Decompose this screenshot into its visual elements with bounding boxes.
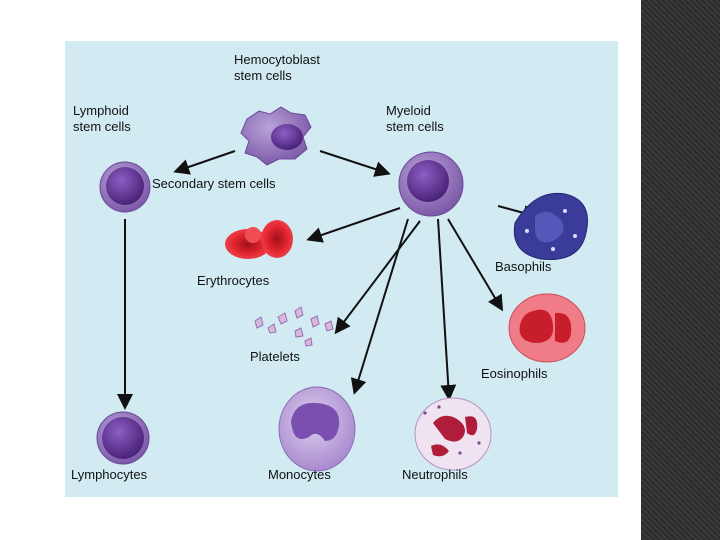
myeloid-label-line-1: Myeloid [386, 103, 431, 118]
arrow-to-lymphoid [173, 150, 236, 175]
neutrophils-label: Neutrophils [402, 467, 468, 482]
lymphoid-stem-cell [99, 161, 151, 213]
hemocytoblast-label-line-1: Hemocytoblast [234, 52, 320, 67]
hemocytoblast-label-line-2: stem cells [234, 68, 292, 83]
arrow-to-erythrocytes [306, 207, 401, 243]
diagram-artwork [96, 106, 588, 472]
slide-side-strip [641, 0, 720, 540]
monocytes-label: Monocytes [268, 467, 331, 482]
neutrophil-cell [414, 397, 492, 471]
lymphoid-label-line-1: Lymphoid [73, 103, 129, 118]
platelets-label: Platelets [250, 349, 300, 364]
myeloid-stem-cell [398, 151, 464, 217]
lymphoid-label-line-2: stem cells [73, 119, 131, 134]
arrow-to-monocytes [350, 218, 409, 395]
arrow-to-neutrophils [437, 218, 457, 401]
hemocytoblast-cell [240, 106, 312, 166]
erythrocytes-label: Erythrocytes [197, 273, 270, 288]
secondary-stem-cells-label: Secondary stem cells [152, 176, 276, 191]
platelets-cells [254, 306, 334, 347]
basophils-label: Basophils [495, 259, 552, 274]
arrows [117, 150, 539, 410]
lymphoid-label: Lymphoid stem cells [73, 103, 131, 135]
arrow-to-basophil-eosinophil-path [447, 218, 504, 312]
lymphocyte-cell [96, 411, 150, 465]
erythrocytes-cells [225, 220, 293, 259]
myeloid-label: Myeloid stem cells [386, 103, 444, 135]
myeloid-label-line-2: stem cells [386, 119, 444, 134]
eosinophils-label: Eosinophils [481, 366, 548, 381]
arrow-to-platelets [334, 220, 421, 335]
eosinophil-cell [508, 293, 586, 363]
basophil-cell [513, 192, 588, 261]
arrow-to-myeloid [319, 150, 391, 177]
hemocytoblast-label: Hemocytoblast stem cells [234, 52, 320, 84]
hematopoiesis-diagram: Hemocytoblast stem cells Lymphoid stem c… [65, 41, 618, 497]
monocyte-cell [278, 386, 356, 472]
lymphocytes-label: Lymphocytes [71, 467, 148, 482]
